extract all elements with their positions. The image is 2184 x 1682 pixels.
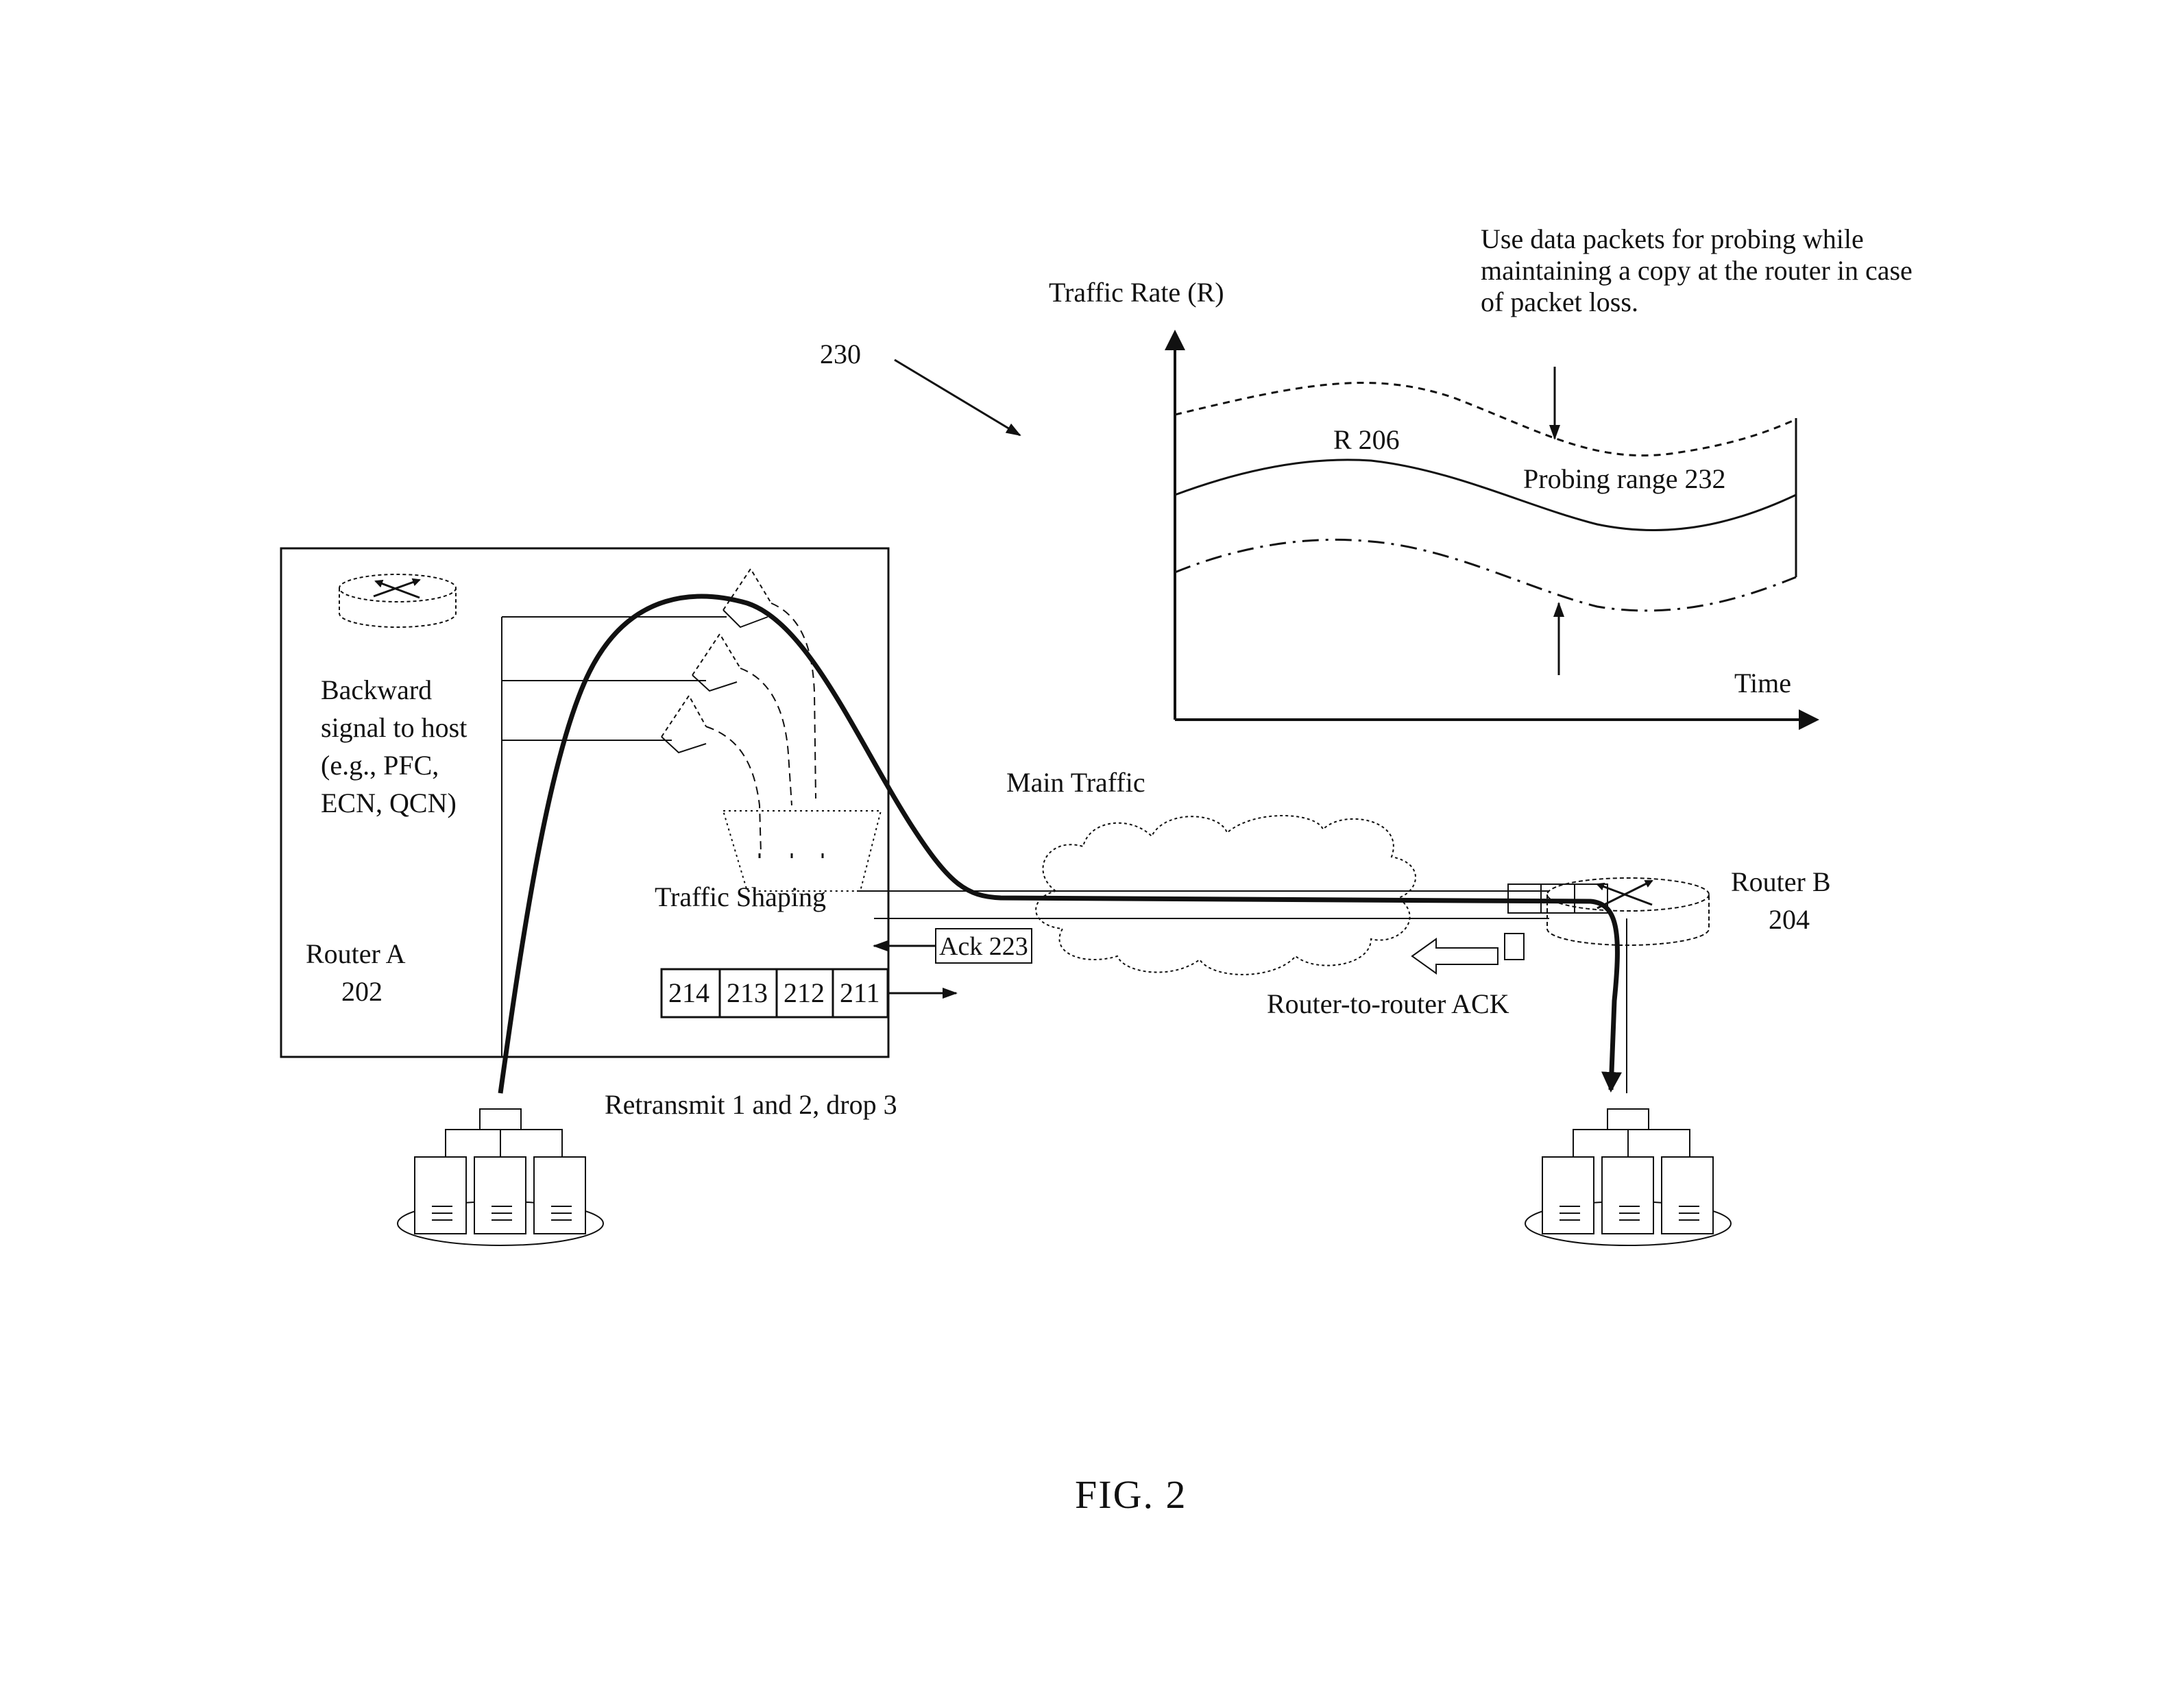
svg-text:signal to host: signal to host xyxy=(321,712,467,743)
queue-packet-211: 211 xyxy=(840,977,880,1008)
rate-label: R 206 xyxy=(1333,424,1400,455)
queue-packet-213: 213 xyxy=(727,977,768,1008)
traffic-shaping-label: Traffic Shaping xyxy=(655,881,826,912)
upper-probing-bound xyxy=(1174,381,1797,457)
packet-queue: 214 213 212 211 xyxy=(660,968,889,1019)
x-axis-label: Time xyxy=(1734,668,1791,698)
router-b-name: Router B xyxy=(1731,866,1831,897)
svg-text:Use data packets for probing w: Use data packets for probing while xyxy=(1481,223,1864,254)
queue-packet-214: 214 xyxy=(668,977,709,1008)
signal-shape-3 xyxy=(661,694,762,854)
ref-230-label: 230 xyxy=(820,339,861,369)
retransmit-note: Retransmit 1 and 2, drop 3 xyxy=(605,1089,897,1120)
main-traffic-path xyxy=(498,594,1622,1094)
y-axis-label: Traffic Rate (R) xyxy=(1049,277,1224,308)
probing-range-label: Probing range 232 xyxy=(1523,463,1726,494)
svg-text:ECN, QCN): ECN, QCN) xyxy=(321,788,457,818)
router-ack-label: Router-to-router ACK xyxy=(1267,988,1509,1019)
svg-text:maintaining a copy at the rout: maintaining a copy at the router in case xyxy=(1481,255,1913,286)
svg-text:of packet loss.: of packet loss. xyxy=(1481,287,1638,317)
router-icon xyxy=(339,574,457,628)
figure-caption: FIG. 2 xyxy=(1075,1472,1187,1517)
router-a-ref: 202 xyxy=(341,976,383,1007)
router-ack-arrow xyxy=(1411,933,1525,975)
ack-box xyxy=(935,928,1032,964)
rate-curve-r206 xyxy=(1174,459,1797,531)
main-traffic-label: Main Traffic xyxy=(1006,767,1145,798)
lower-probing-bound xyxy=(1174,538,1797,612)
queue-packet-212: 212 xyxy=(784,977,825,1008)
host-a-servers xyxy=(397,1108,604,1246)
rate-chart: Traffic Rate (R) Time R 206 Probing rang… xyxy=(1049,223,1913,730)
traffic-shaping-bucket xyxy=(722,810,882,892)
probing-annotation: Use data packets for probing while maint… xyxy=(1481,223,1913,317)
network-cloud xyxy=(1035,815,1416,975)
host-b-servers xyxy=(1525,1108,1732,1246)
svg-text:Backward: Backward xyxy=(321,674,432,705)
ref-230-arrow xyxy=(894,358,1021,437)
backward-signal-label: Backward signal to host (e.g., PFC, ECN,… xyxy=(321,674,467,818)
signal-shape-2 xyxy=(692,633,792,806)
router-a-box: Backward signal to host (e.g., PFC, ECN,… xyxy=(280,547,958,1058)
signal-shape-1 xyxy=(723,568,816,799)
router-a-name: Router A xyxy=(306,938,406,969)
router-b-ref: 204 xyxy=(1769,904,1810,935)
ack-label: Ack 223 xyxy=(939,932,1028,961)
svg-text:(e.g., PFC,: (e.g., PFC, xyxy=(321,750,439,781)
